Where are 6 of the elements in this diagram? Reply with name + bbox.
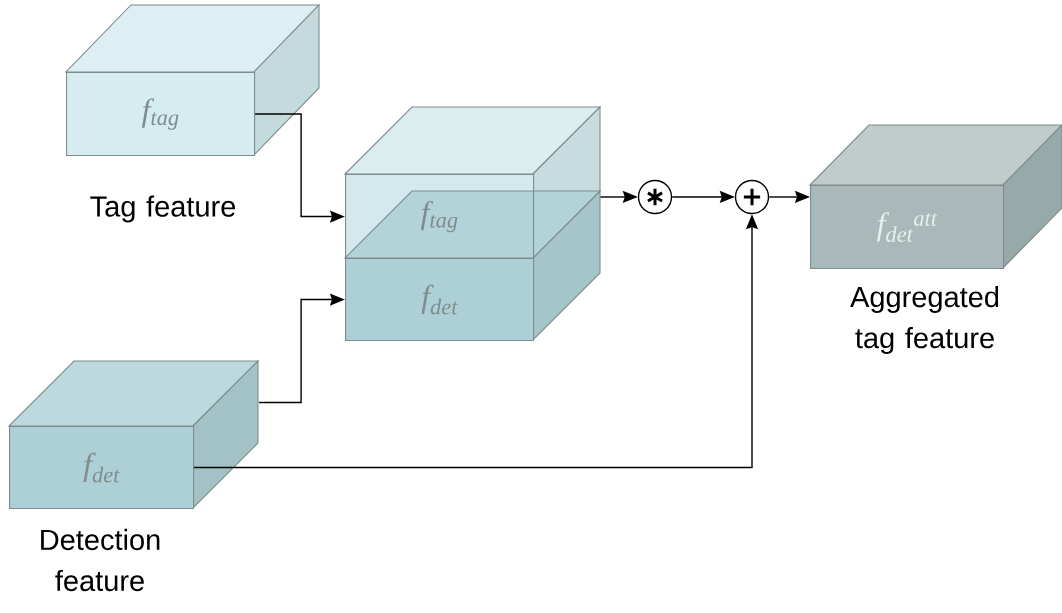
feature-layer: f$_{det}$: [345, 258, 535, 342]
node-caption: Aggregated tag feature: [850, 286, 999, 354]
node-caption: Tag feature: [90, 195, 236, 223]
node-label: f$_{tag}$: [141, 98, 179, 130]
node-label: f$_{det}$: [83, 452, 120, 483]
node-caption: Detection feature: [41, 528, 160, 592]
